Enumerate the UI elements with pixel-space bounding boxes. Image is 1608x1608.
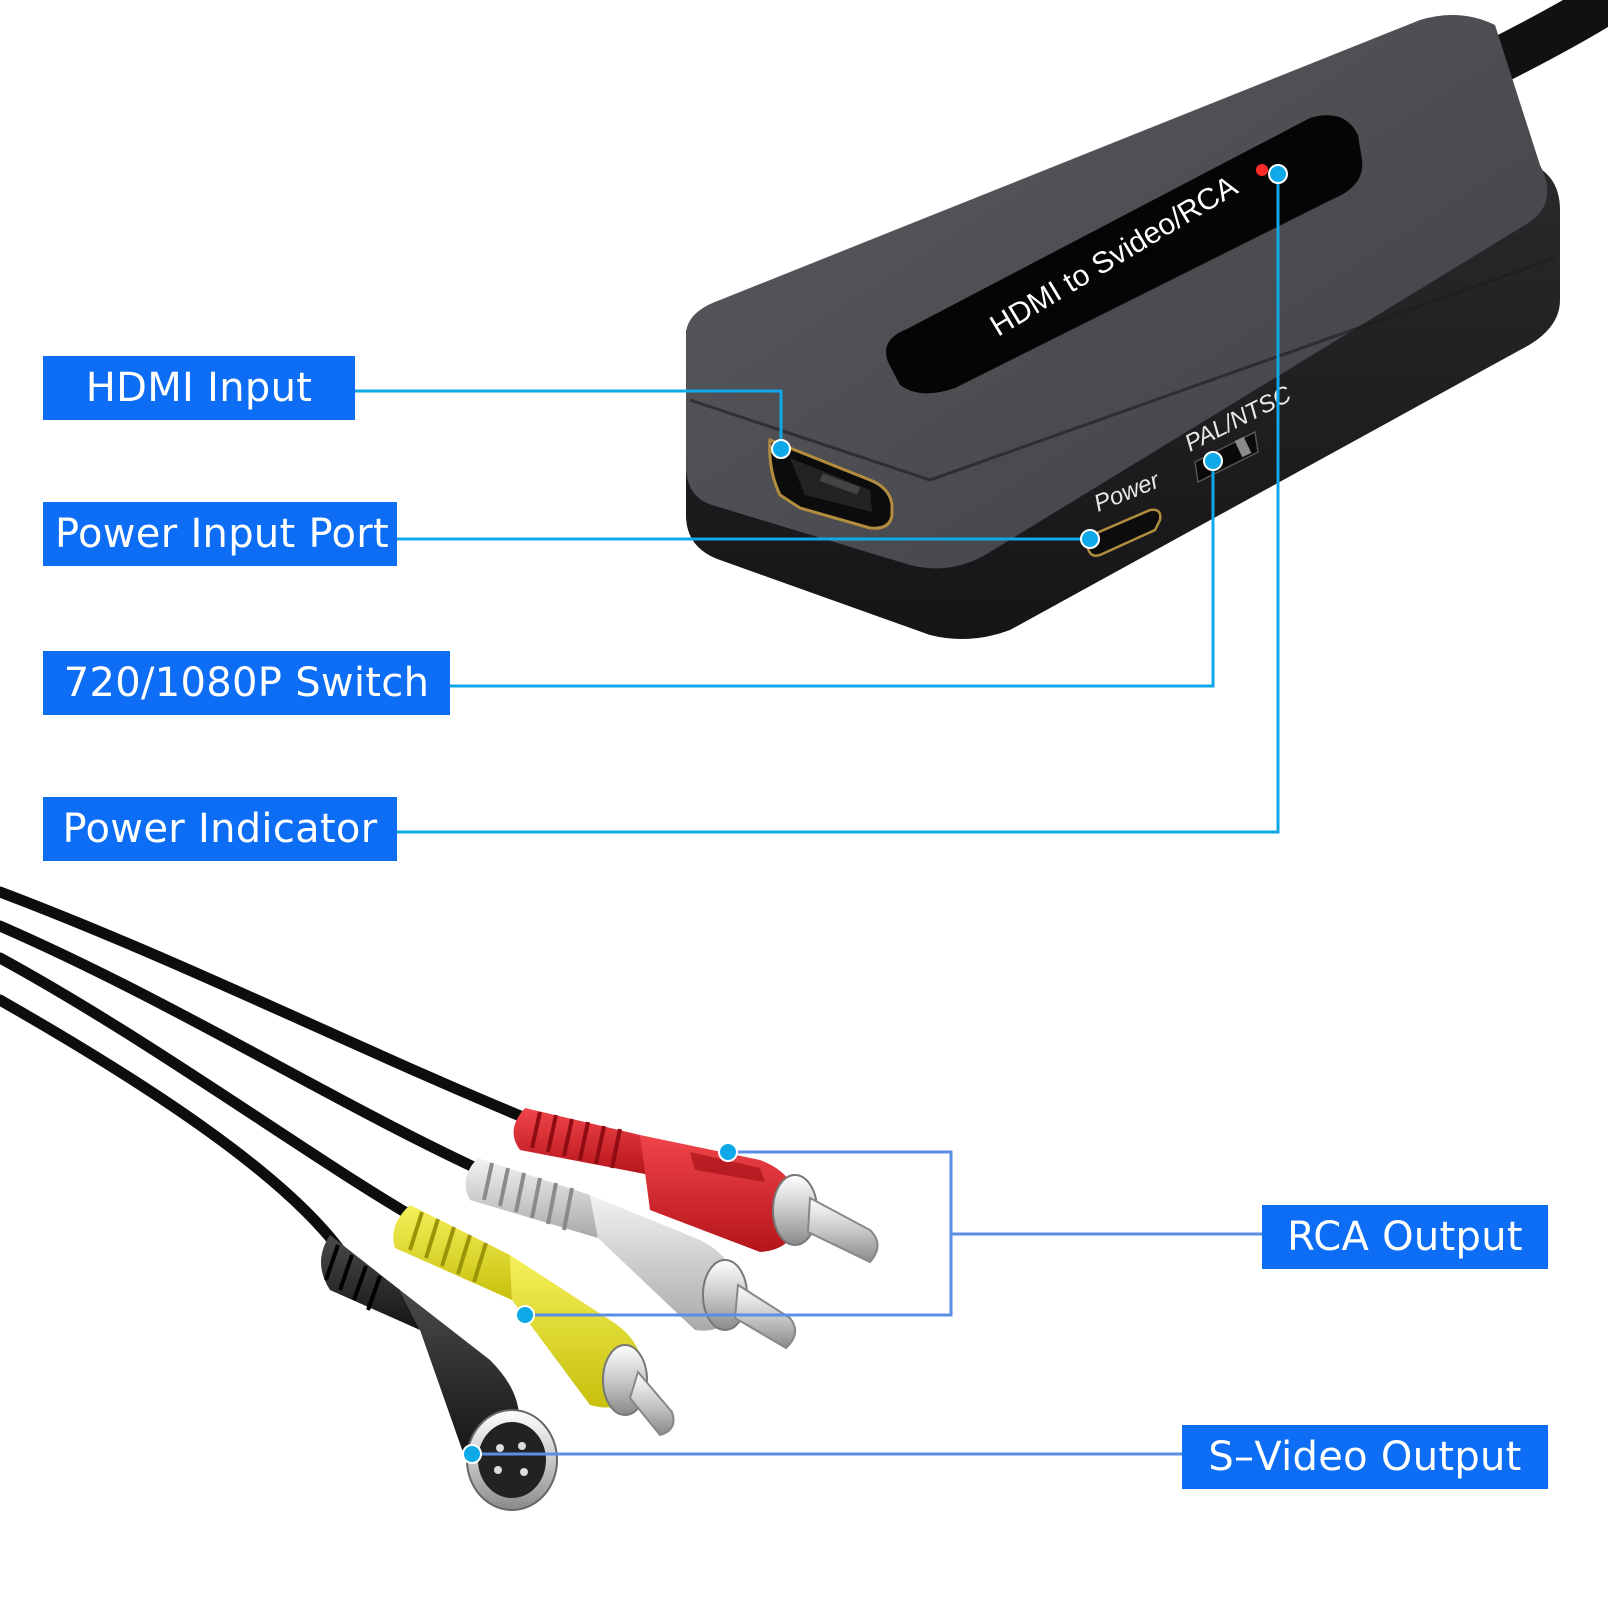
callout-rca-output: RCA Output	[1262, 1205, 1548, 1269]
leader-switch	[450, 461, 1215, 688]
leader-power-indicator	[396, 174, 1280, 834]
dot-hdmi	[771, 439, 791, 459]
label-band	[886, 115, 1363, 394]
callout-svideo-output: S–Video Output	[1182, 1425, 1548, 1489]
leader-hdmi	[354, 389, 783, 449]
dot-svideo	[462, 1444, 482, 1464]
dot-rca-yellow	[515, 1305, 535, 1325]
dot-switch	[1203, 451, 1223, 471]
dot-power-port	[1080, 529, 1100, 549]
callout-resolution-switch: 720/1080P Switch	[43, 651, 450, 715]
hdmi-port	[768, 437, 894, 530]
svideo-plug	[321, 1235, 558, 1511]
yellow-rca-plug	[393, 1205, 675, 1437]
dot-rca-red	[718, 1142, 738, 1162]
leader-rca-bracket	[525, 1150, 953, 1317]
callout-power-indicator: Power Indicator	[43, 797, 397, 861]
red-rca-plug	[513, 1108, 879, 1264]
callout-power-input-port: Power Input Port	[43, 502, 397, 566]
leader-dots	[462, 164, 1288, 1464]
dot-power-indicator	[1268, 164, 1288, 184]
power-port	[1086, 508, 1162, 557]
callout-hdmi-input: HDMI Input	[43, 356, 355, 420]
power-led	[1256, 164, 1268, 176]
converter-box: HDMI to Svideo/RCA Power PAL/NTSC	[686, 15, 1560, 639]
leader-lines	[354, 174, 1280, 1456]
av-cables	[0, 886, 536, 1256]
